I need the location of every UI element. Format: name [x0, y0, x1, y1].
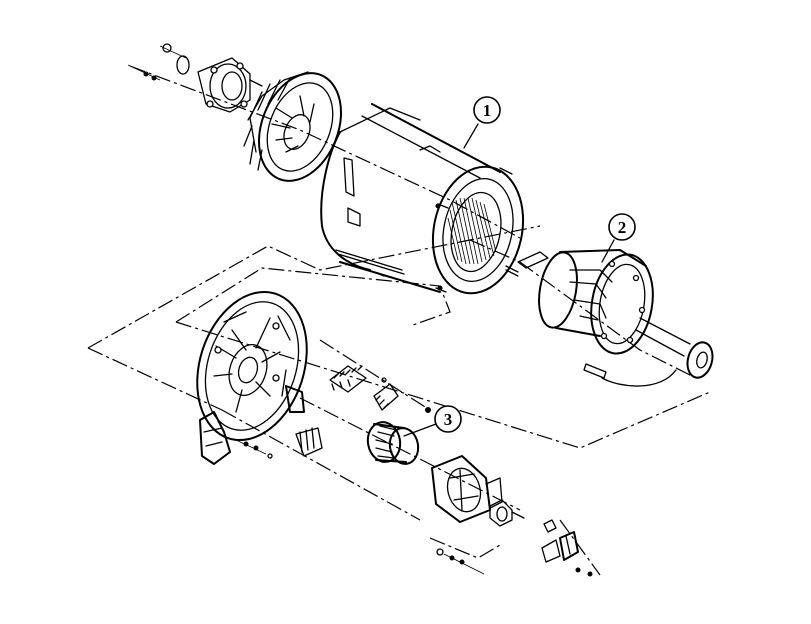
stator-laminations — [447, 197, 497, 265]
drive-end-bell — [196, 290, 308, 465]
diode-block-low — [295, 407, 431, 457]
bearing-cap — [489, 499, 525, 527]
callout-3-label: 3 — [444, 410, 453, 429]
callout-1-label: 1 — [483, 101, 492, 120]
fan-end-bell — [197, 57, 263, 113]
exciter-stator — [431, 455, 503, 523]
stator-housing — [320, 103, 525, 295]
cooling-fan — [243, 71, 343, 182]
callout-3: 3 — [403, 405, 462, 437]
rotor-assembly — [505, 249, 714, 387]
callout-2-label: 2 — [618, 218, 627, 237]
callout-2: 2 — [601, 213, 636, 263]
assembly-lines — [87, 65, 711, 576]
exciter-rotor — [366, 421, 420, 465]
diode-block-top — [329, 365, 367, 393]
callout-1: 1 — [463, 96, 501, 149]
brush-holders — [541, 519, 593, 577]
bottom-bolt — [436, 548, 485, 575]
top-bolt-hardware — [127, 43, 190, 81]
diode-block-mid — [373, 377, 399, 411]
diode-blocks — [295, 365, 431, 457]
